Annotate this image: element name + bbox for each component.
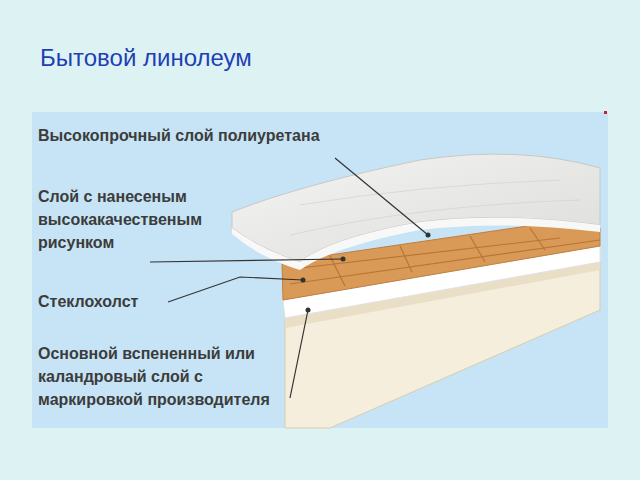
polyurethane-layer: [232, 154, 600, 262]
part-label: Слой с нанесеным высокакачественым рисун…: [38, 185, 268, 254]
part-label: Основной вспененный или каландровый слой…: [38, 342, 288, 411]
part-label: Высокопрочный слой полиуретана: [38, 124, 368, 147]
panel: [32, 112, 608, 428]
page-title: Бытовой линолеум: [40, 44, 252, 72]
leader-dots: [301, 233, 431, 313]
sheet-lines: [290, 180, 580, 235]
mark: [604, 111, 607, 114]
part-label: Стеклохолст: [38, 290, 178, 313]
